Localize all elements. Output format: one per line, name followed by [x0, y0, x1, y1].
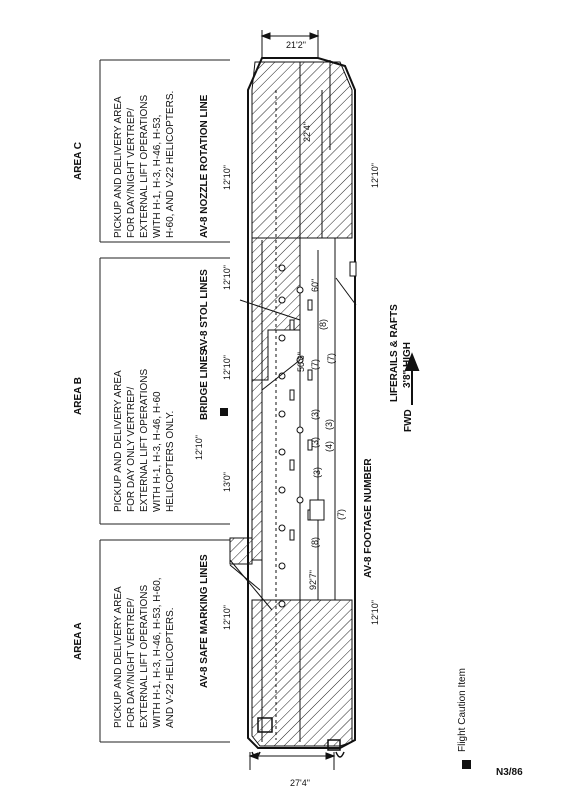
- dim-50-6: 50'6": [296, 352, 306, 372]
- footage-num: (3): [310, 409, 320, 420]
- safe-marking-label: AV-8 SAFE MARKING LINES: [199, 554, 210, 688]
- footage-num: (7): [336, 509, 346, 520]
- footage-num: (3): [312, 467, 322, 478]
- footage-num: (4): [324, 441, 334, 452]
- liferails-height-label: 3'8" HIGH: [402, 341, 413, 388]
- flight-caution-legend: Flight Caution Item: [457, 668, 468, 752]
- footage-num: (7): [326, 353, 336, 364]
- nozzle-rotation-label: AV-8 NOZZLE ROTATION LINE: [199, 94, 210, 238]
- flight-caution-marker-icon: [220, 408, 228, 416]
- dim-27-4: 27'4": [290, 778, 310, 788]
- deck-small-marks: [289, 261, 357, 541]
- footage-num: (7): [310, 359, 320, 370]
- area-b-description: PICKUP AND DELIVERY AREA FOR DAY ONLY VE…: [113, 368, 176, 512]
- footage-num: (3): [310, 437, 320, 448]
- area-brackets: [99, 59, 230, 743]
- dim-12-10-a1: 12'10": [222, 605, 232, 630]
- dim-12-10-b1: 12'10": [222, 265, 232, 290]
- dim-13-0: 13'0": [222, 472, 232, 492]
- legend-square-icon: [462, 760, 471, 769]
- area-c-title: AREA C: [73, 142, 84, 180]
- area-a-title: AREA A: [73, 622, 84, 660]
- bridge-lines-label: BRIDGE LINES: [199, 348, 210, 420]
- dim-12-10-b3: 12'10": [194, 435, 204, 460]
- stol-lines-label: AV-8 STOL LINES: [199, 269, 210, 352]
- area-b-title: AREA B: [73, 377, 84, 415]
- dim-92-7: 92'7": [308, 570, 318, 590]
- footage-num: (8): [310, 537, 320, 548]
- footage-number-label: AV-8 FOOTAGE NUMBER: [363, 458, 374, 578]
- dim-60: 60": [310, 278, 320, 292]
- dimension-arrows: [248, 30, 336, 770]
- leader-lines: [229, 277, 357, 611]
- dim-12-10-c2: 12'10": [370, 163, 380, 188]
- hatched-zones: [229, 61, 353, 747]
- fwd-label: FWD: [403, 409, 414, 432]
- liferails-label: LIFERAILS & RAFTS: [389, 304, 400, 402]
- dim-12-10-c1: 12'10": [222, 165, 232, 190]
- deck-tie-downs: [278, 264, 304, 608]
- area-a-description: PICKUP AND DELIVERY AREA FOR DAY/NIGHT V…: [113, 577, 176, 728]
- dim-12-10-b2: 12'10": [222, 355, 232, 380]
- footage-num: (3): [324, 419, 334, 430]
- fwd-arrow-icon: [404, 352, 420, 405]
- area-c-description: PICKUP AND DELIVERY AREA FOR DAY/NIGHT V…: [113, 90, 176, 238]
- dim-21-2: 21'2": [286, 40, 306, 50]
- figure-code: N3/86: [496, 767, 523, 778]
- footage-num: (8): [318, 319, 328, 330]
- dim-12-10-a2: 12'10": [370, 600, 380, 625]
- dim-22-4: 22'4": [302, 122, 312, 142]
- deck-markings: [261, 60, 336, 742]
